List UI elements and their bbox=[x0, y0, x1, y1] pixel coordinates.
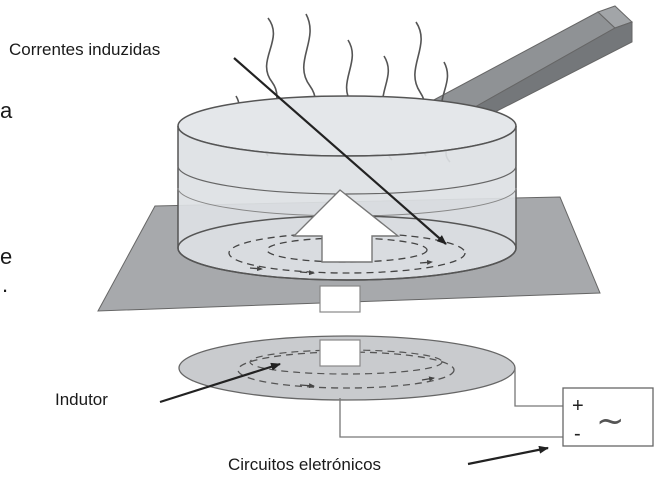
circuit-wires bbox=[339, 368, 563, 438]
pointer-arrows bbox=[159, 57, 549, 466]
induced-current-loops bbox=[228, 232, 466, 276]
circuits-arrow bbox=[467, 445, 549, 466]
clipped-fragment-a: a bbox=[0, 98, 13, 123]
ac-source-symbol: ~ bbox=[596, 401, 625, 441]
label-electronic-circuits: Circuitos eletrónicos bbox=[228, 455, 382, 474]
circuit-minus: - bbox=[574, 423, 581, 445]
pan-handle bbox=[429, 5, 633, 135]
label-induced-currents: Correntes induzidas bbox=[9, 40, 161, 59]
inductor-arrow bbox=[159, 362, 281, 404]
label-inductor: Indutor bbox=[55, 390, 108, 409]
inductor-coil bbox=[178, 335, 516, 401]
circuit-plus: + bbox=[572, 395, 584, 417]
clipped-fragment-e: e bbox=[0, 244, 13, 269]
induced-currents-arrow bbox=[233, 57, 447, 245]
electronic-circuit-box: + - ~ bbox=[562, 387, 654, 447]
clipped-fragment-dot: . bbox=[2, 272, 9, 297]
